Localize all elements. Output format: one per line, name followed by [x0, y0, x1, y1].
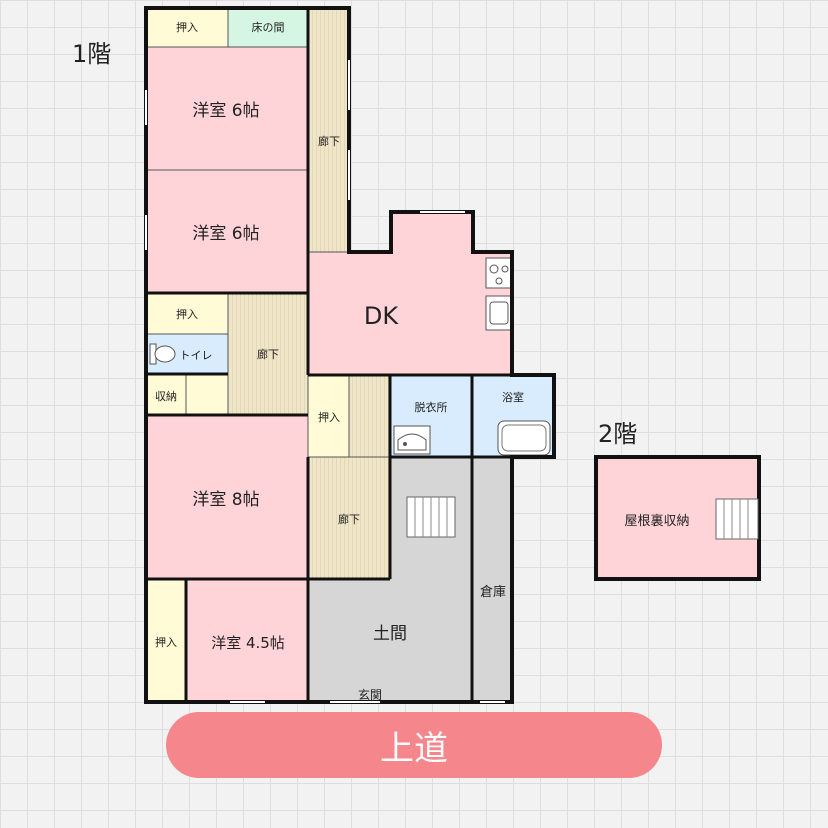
- floor-label-1f: 1階: [72, 40, 112, 68]
- label-yoshitsu-6-a: 洋室 6帖: [192, 101, 259, 121]
- label-genkan: 玄関: [358, 687, 382, 702]
- toilet-icon: [149, 343, 176, 365]
- stove-icon: [485, 257, 513, 289]
- room-rouka-top: [307, 7, 350, 253]
- interior-walls: [146, 8, 554, 702]
- label-oshiire-hall: 押入: [318, 410, 340, 424]
- room-rouka-connector: [348, 374, 391, 458]
- label-datsuijo: 脱衣所: [415, 400, 448, 414]
- road-banner: 上道: [166, 712, 662, 778]
- label-oshiire-low: 押入: [155, 635, 177, 649]
- floor-label-2f: 2階: [598, 420, 638, 448]
- label-rouka-mid: 廊下: [257, 347, 279, 361]
- sink-icon: [485, 295, 513, 331]
- road-label: 上道: [380, 728, 448, 769]
- label-tokonoma: 床の間: [252, 20, 285, 34]
- room-rouka-low: [307, 456, 391, 580]
- label-yoshitsu-6-b: 洋室 6帖: [192, 224, 259, 244]
- label-oshiire-top: 押入: [176, 20, 198, 34]
- label-yoshitsu-8: 洋室 8帖: [192, 490, 259, 510]
- label-toilet: トイレ: [180, 349, 213, 362]
- room-yoshitsu-6-a: [145, 46, 309, 171]
- bathtub-icon: [497, 420, 551, 456]
- room-yoshitsu-45: [185, 578, 309, 703]
- openings: [145, 60, 505, 703]
- label-oshiire-mid: 押入: [176, 307, 198, 321]
- stairs-2f-icon: [715, 498, 759, 540]
- label-rouka-top: 廊下: [318, 134, 340, 148]
- room-shuno: [145, 373, 187, 416]
- label-yaneura: 屋根裏収納: [624, 514, 689, 529]
- exterior-wall: [144, 6, 556, 704]
- label-dk: DK: [364, 302, 399, 330]
- label-soko: 倉庫: [480, 585, 506, 600]
- label-yoshitsu-45: 洋室 4.5帖: [211, 634, 285, 652]
- label-doma: 土間: [373, 624, 407, 644]
- stairs-icon: [406, 496, 456, 538]
- room-soko: [471, 456, 513, 703]
- washbasin-icon: [393, 425, 431, 455]
- label-yokushitsu: 浴室: [502, 390, 524, 404]
- room-shuno-b: [185, 373, 229, 416]
- label-shuno: 収納: [155, 390, 177, 403]
- room-yoshitsu-6-b: [145, 169, 309, 294]
- label-rouka-low: 廊下: [338, 512, 360, 526]
